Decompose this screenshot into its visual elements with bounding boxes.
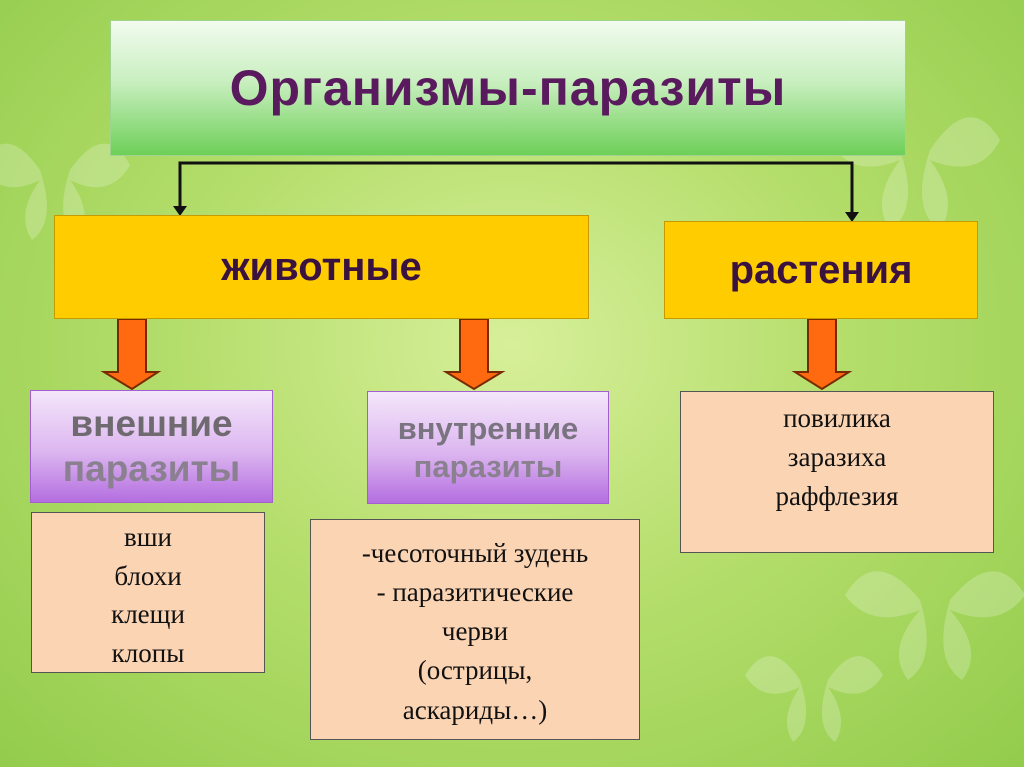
connector-arrowhead	[173, 206, 187, 216]
external-parasites-line2: паразиты	[62, 447, 241, 489]
plants-list-item: раффлезия	[775, 481, 899, 512]
external-parasites-box: внешние паразиты	[30, 390, 273, 503]
external-parasites-line1: внешние	[70, 403, 233, 445]
title-box: Организмы-паразиты	[110, 20, 906, 156]
internal-list-box: -чесоточный зудень - паразитические черв…	[310, 519, 640, 740]
plants-label: растения	[729, 247, 913, 292]
arrow-down-external	[100, 318, 162, 391]
arrow-down-internal	[442, 318, 506, 391]
internal-list-item: аскариды…)	[402, 694, 548, 725]
plants-list-item: повилика	[783, 403, 891, 433]
connector-arrowhead	[845, 212, 859, 222]
internal-parasites-line2: паразиты	[413, 448, 563, 484]
internal-parasites-box: внутренние паразиты	[367, 391, 609, 504]
internal-list-item: -чесоточный зудень	[361, 538, 589, 568]
plants-box: растения	[664, 221, 978, 319]
external-list-item: блохи	[114, 560, 182, 591]
internal-list-item: (острицы,	[417, 655, 533, 686]
diagram-title: Организмы-паразиты	[229, 60, 787, 116]
connector-line	[178, 161, 854, 220]
external-list-item: клопы	[111, 637, 185, 668]
external-list-item: вши	[124, 522, 172, 552]
plants-list-item: заразиха	[787, 442, 887, 473]
internal-parasites-line1: внутренние	[397, 411, 579, 447]
internal-list-item: - паразитические	[376, 577, 574, 608]
internal-list-item: черви	[441, 616, 509, 647]
animals-label: животные	[221, 244, 422, 289]
plants-list-box: повилика заразиха раффлезия	[680, 391, 994, 553]
external-list-item: клещи	[111, 599, 185, 630]
external-list-box: вши блохи клещи клопы	[31, 512, 265, 673]
animals-box: животные	[54, 215, 589, 319]
arrow-down-plants	[791, 318, 853, 391]
